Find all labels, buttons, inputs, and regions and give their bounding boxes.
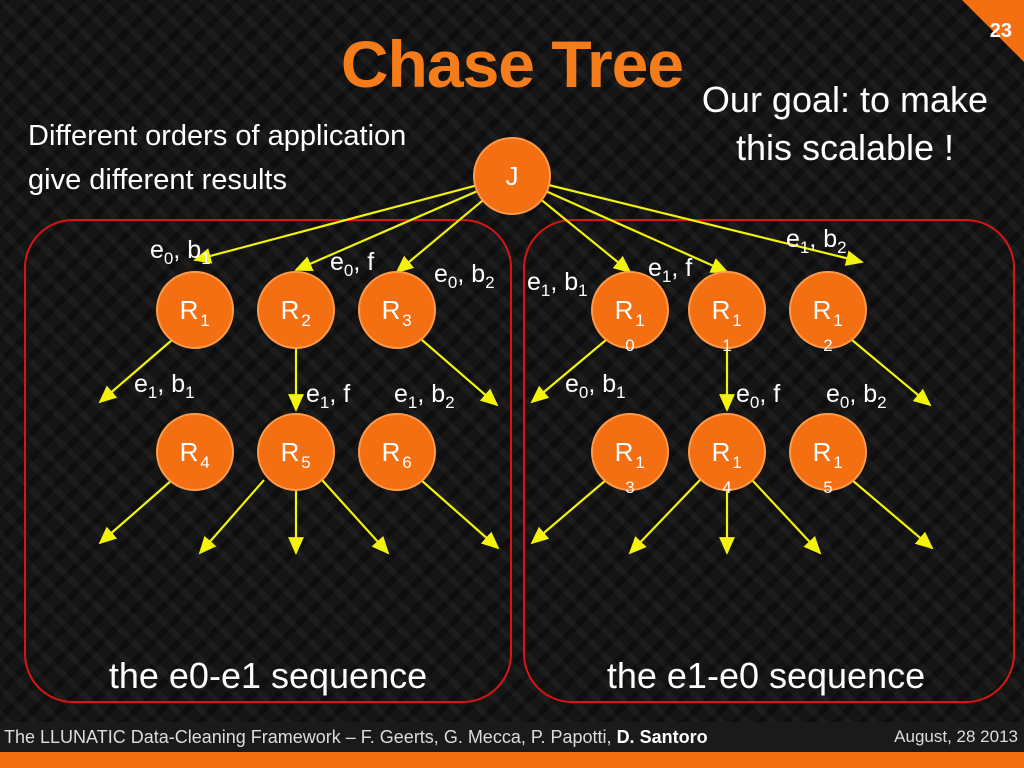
footer-date: August, 28 2013 xyxy=(894,727,1018,746)
tree-edge xyxy=(851,339,932,407)
node-subscript-digit: 3 xyxy=(625,478,634,497)
edge-label: e0, b1 xyxy=(150,236,211,268)
leaf-edge xyxy=(628,479,701,555)
node-subscript: 1 xyxy=(635,311,644,330)
node-R14 xyxy=(688,413,766,491)
edge-label: e1, b1 xyxy=(134,370,195,402)
node-R15 xyxy=(789,413,867,491)
edge-label: e1, f xyxy=(306,380,350,412)
node-label: R xyxy=(615,295,634,325)
node-label: R xyxy=(180,437,199,467)
node-R1 xyxy=(156,271,234,349)
sequence-label: the e0-e1 sequence xyxy=(109,655,427,696)
goal-line: Our goal: to make xyxy=(701,79,989,120)
tree-edge xyxy=(530,339,607,404)
node-subscript: 5 xyxy=(301,453,310,472)
footer-presenter: D. Santoro xyxy=(616,727,708,747)
edge-label: e1, b2 xyxy=(786,225,847,257)
edge-label: e0, b2 xyxy=(826,380,887,412)
node-label: R xyxy=(712,437,731,467)
node-subscript: 2 xyxy=(301,311,310,330)
root-edge xyxy=(511,174,864,266)
leaf-edge xyxy=(851,479,934,550)
node-R12 xyxy=(789,271,867,349)
leaf-edge xyxy=(321,479,390,555)
node-subscript: 1 xyxy=(732,311,741,330)
tree-edge xyxy=(98,339,173,404)
footer-citation: The LLUNATIC Data-Cleaning Framework – F… xyxy=(4,727,708,748)
footer-authors: The LLUNATIC Data-Cleaning Framework – F… xyxy=(4,727,617,747)
node-subscript: 1 xyxy=(833,453,842,472)
sequence-label: the e1-e0 sequence xyxy=(607,655,925,696)
leaf-edge xyxy=(198,479,265,555)
node-subscript: 6 xyxy=(402,453,411,472)
root-edge xyxy=(511,174,729,274)
leaf-edge xyxy=(751,479,822,555)
node-R13 xyxy=(591,413,669,491)
node-subscript-digit: 2 xyxy=(823,336,832,355)
node-subscript: 1 xyxy=(732,453,741,472)
bottom-stripe xyxy=(0,752,1024,768)
node-label: R xyxy=(281,437,300,467)
node-subscript-digit: 5 xyxy=(823,478,832,497)
node-subscript: 4 xyxy=(200,453,209,472)
node-subscript-digit: 1 xyxy=(722,336,731,355)
goal-line: this scalable ! xyxy=(735,127,955,168)
sequence-group-box xyxy=(24,219,512,703)
node-subscript: 1 xyxy=(200,311,209,330)
slide-title: Chase Tree xyxy=(340,27,684,101)
node-label: R xyxy=(813,437,832,467)
node-label: J xyxy=(506,161,519,191)
edge-label: e1, b2 xyxy=(394,380,455,412)
goal-note: Our goal: to make this scalable ! xyxy=(660,76,1024,172)
root-node-J xyxy=(473,137,551,215)
subtitle-line: Different orders of application xyxy=(28,120,407,152)
subtitle-line: give different results xyxy=(28,164,287,196)
leaf-edge xyxy=(420,479,500,550)
leaf-edge xyxy=(530,479,607,545)
subtitle: Different orders of application give dif… xyxy=(28,114,508,202)
root-edge xyxy=(294,174,513,272)
corner-accent xyxy=(962,0,1024,62)
node-label: R xyxy=(281,295,300,325)
node-subscript: 1 xyxy=(833,311,842,330)
node-label: R xyxy=(813,295,832,325)
node-subscript-digit: 0 xyxy=(625,336,634,355)
edge-label: e1, b1 xyxy=(527,268,588,300)
sequence-group-box xyxy=(523,219,1015,703)
footer-bar xyxy=(0,722,1024,752)
node-subscript: 3 xyxy=(402,311,411,330)
node-subscript-digit: 4 xyxy=(722,478,731,497)
node-R3 xyxy=(358,271,436,349)
node-R10 xyxy=(591,271,669,349)
edge-label: e1, f xyxy=(648,254,692,286)
edge-label: e0, f xyxy=(330,248,374,280)
node-label: R xyxy=(615,437,634,467)
node-label: R xyxy=(382,437,401,467)
edge-label: e0, b1 xyxy=(565,370,626,402)
slide-number: 23 xyxy=(989,20,1012,42)
node-label: R xyxy=(180,295,199,325)
edge-label: e0, f xyxy=(736,380,780,412)
node-R11 xyxy=(688,271,766,349)
leaf-edge xyxy=(98,479,173,545)
edge-label: e0, b2 xyxy=(434,260,495,292)
node-label: R xyxy=(712,295,731,325)
node-R6 xyxy=(358,413,436,491)
node-R5 xyxy=(257,413,335,491)
node-label: R xyxy=(382,295,401,325)
root-edge xyxy=(193,174,513,264)
node-subscript: 1 xyxy=(635,453,644,472)
node-R2 xyxy=(257,271,335,349)
node-R4 xyxy=(156,413,234,491)
tree-edge xyxy=(421,339,499,407)
